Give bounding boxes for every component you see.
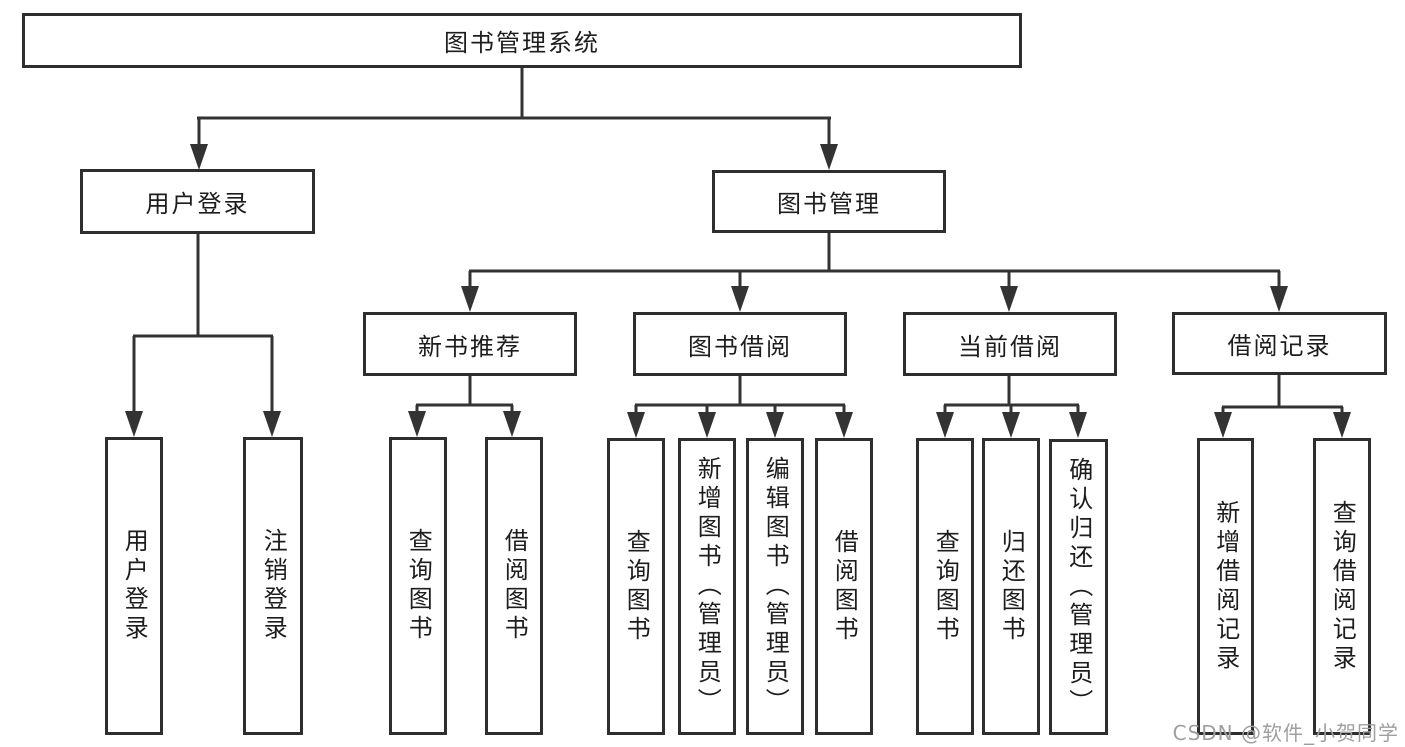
csdn-watermark: CSDN @软件_小贺同学 (1172, 721, 1399, 745)
node-user-login: 用户登录 (80, 169, 315, 234)
node-borrowing-records: 借阅记录 (1172, 312, 1387, 375)
node-book-management: 图书管理 (712, 170, 946, 233)
leaf-edit-books-admin: 编辑图书（管理员） (746, 438, 804, 735)
leaf-query-borrow-record: 查询借阅记录 (1313, 438, 1371, 735)
leaf-logout: 注销登录 (243, 437, 303, 735)
node-current-borrowing: 当前借阅 (903, 312, 1117, 376)
leaf-query-books-borrowing: 查询图书 (607, 438, 665, 735)
node-new-book-recommendation: 新书推荐 (363, 312, 577, 376)
leaf-borrow-books-recommend: 借阅图书 (485, 437, 543, 735)
node-book-borrowing: 图书借阅 (633, 312, 847, 376)
leaf-confirm-return-admin: 确认归还（管理员） (1049, 439, 1108, 735)
node-library-management-system: 图书管理系统 (22, 13, 1022, 68)
leaf-return-books: 归还图书 (982, 438, 1040, 735)
leaf-add-borrow-record: 新增借阅记录 (1197, 438, 1254, 735)
leaf-query-books-recommend: 查询图书 (389, 437, 447, 735)
leaf-query-books-current: 查询图书 (916, 438, 974, 735)
leaf-user-login: 用户登录 (105, 437, 163, 735)
leaf-add-books-admin: 新增图书（管理员） (678, 438, 736, 735)
leaf-borrow-books: 借阅图书 (815, 438, 873, 735)
